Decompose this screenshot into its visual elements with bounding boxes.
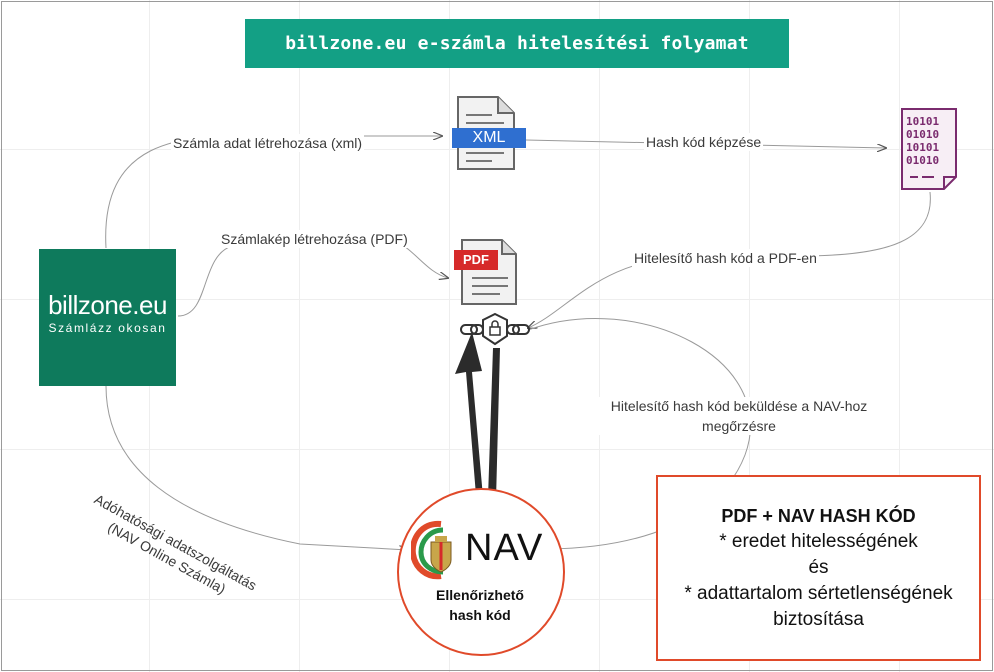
nav-label: NAV [465,527,544,569]
edge-tax-report [105,385,408,550]
billzone-logo: billzone.eu Számlázz okosan [39,249,176,386]
page-title: billzone.eu e-számla hitelesítési folyam… [245,19,789,68]
nav-sub-line2: hash kód [449,607,511,623]
label-send-nav-line2: megőrzésre [702,418,776,434]
logo-name: billzone.eu [48,290,167,320]
label-send-nav-line1: Hitelesítő hash kód beküldése a NAV-hoz [610,398,868,414]
xml-label: XML [472,129,506,146]
binary-rows: 10101 01010 10101 01010 [906,115,954,167]
edge-send-nav [527,318,751,549]
nav-sub-line1: Ellenőrizhető [436,587,524,603]
label-hash-on-pdf: Hitelesítő hash kód a PDF-en [632,249,819,267]
info-line: * eredet hitelességének [719,531,918,552]
info-line: * adattartalom sértetlenségének [684,583,953,604]
info-line: és [808,557,829,578]
hungarian-coat-of-arms-icon [409,520,453,580]
chain-lock-icon [459,312,531,348]
label-hash-create: Hash kód képzése [644,133,764,151]
pdf-label: PDF [463,252,489,267]
logo-tagline: Számlázz okosan [48,321,167,335]
binary-row: 01010 [906,154,940,167]
binary-row: 01010 [906,128,940,141]
label-xml-create: Számla adat létrehozása (xml) [171,134,365,152]
thick-arrows [455,332,513,524]
info-heading: PDF + NAV HASH KÓD [721,506,916,526]
info-line: biztosítása [773,609,864,630]
binary-row: 10101 [906,141,940,154]
binary-document-icon: 10101 01010 10101 01010 [900,107,960,191]
xml-file-icon: XML [452,95,532,173]
label-pdf-create: Számlakép létrehozása (PDF) [219,230,410,248]
nav-sublabel: Ellenőrizhető hash kód [420,585,540,625]
label-send-nav: Hitelesítő hash kód beküldése a NAV-hoz … [592,397,886,435]
pdf-file-icon: PDF [452,238,532,308]
binary-row: 10101 [906,115,940,128]
info-box: PDF + NAV HASH KÓD * eredet hitelességén… [656,475,981,661]
nav-node [397,488,565,656]
